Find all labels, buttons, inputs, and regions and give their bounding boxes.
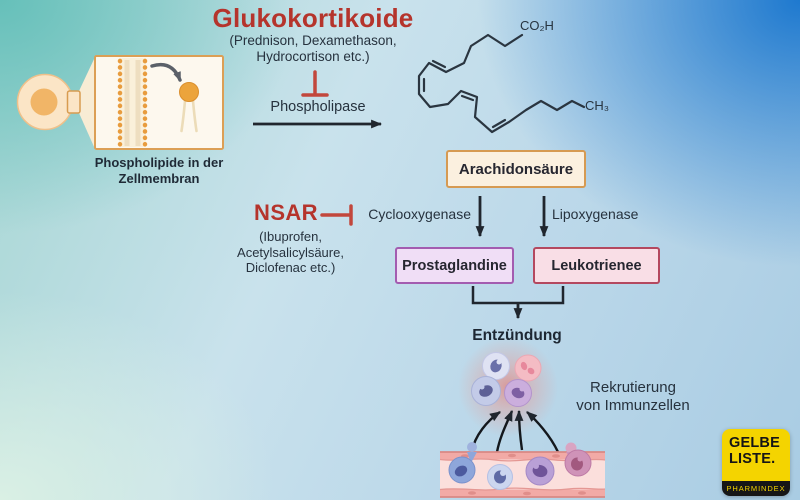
nsar-examples-line1: (Ibuprofen, [259,229,322,244]
phospholipase-label: Phospholipase [270,99,366,115]
cell-membrane-illustration [16,55,224,150]
vessel-wall-bottom [440,489,605,497]
logo-wordmark: GELBE LISTE. [722,429,790,481]
methyl-group-label: CH₃ [585,98,610,113]
recruitment-label: Rekrutierung von Immunzellen [558,379,708,414]
vessel-wall-top [440,452,605,460]
glucocorticoid-examples-line1: (Prednison, Dexamethason, [229,33,397,48]
nsar-inhibition-icon [320,204,353,226]
eosinophil-icon [514,354,542,382]
double-bond-3 [460,94,475,102]
monocyte-in-vessel [525,456,555,486]
nsar-examples-line3: Diclofenac etc.) [245,260,336,275]
recruitment-label-line2: von Immunzellen [576,396,690,414]
zoom-arrow-icon [150,62,182,82]
inflammation-label: Entzündung [472,327,562,344]
lipoxygenase-label: Lipoxygenase [552,206,639,222]
transmigrating-cell-right [564,442,592,477]
glucocorticoid-examples-line2: Hydrocortison etc.) [256,49,370,64]
phospholipid-icon [179,82,199,133]
convergence-bracket [471,286,565,305]
blood-vessel-illustration [439,442,606,498]
prostaglandins-box: Prostaglandine [395,247,514,284]
leukocyte-in-vessel [487,464,513,490]
double-bond-4 [491,118,507,129]
membrane-caption-line1: Phospholipide in der [94,155,224,170]
arachidonic-acid-structure [417,33,586,134]
logo-line2: LISTE. [729,450,776,467]
glucocorticoid-examples: (Prednison, Dexamethason, Hydrocortison … [163,33,463,65]
gelbe-liste-logo: GELBE LISTE. PHARMINDEX [722,429,790,496]
nsar-examples-line2: Acetylsalicylsäure, [237,244,344,260]
transmigrating-cell-left [448,442,477,484]
nsar-examples: (Ibuprofen, Acetylsalicylsäure, Diclofen… [213,229,368,276]
cyclooxygenase-label: Cyclooxygenase [368,206,471,222]
recruitment-label-line1: Rekrutierung [590,379,676,396]
page-title: Glukokortikoide [212,3,414,33]
double-bond-1 [431,59,447,69]
nsar-title: NSAR [254,200,318,225]
glucocorticoid-inhibition-icon [301,70,329,97]
membrane-source-box [66,90,81,114]
membrane-zoom-box [94,55,224,150]
membrane-caption: Phospholipide in der Zellmembran [79,155,239,187]
logo-tagline: PHARMINDEX [722,481,790,496]
cell-nucleus-icon [30,88,58,116]
carboxyl-group-label: CO₂H [520,18,554,33]
arachidonic-acid-box: Arachidonsäure [446,150,586,188]
logo-line1: GELBE [729,435,780,451]
membrane-caption-line2: Zellmembran [118,171,200,186]
leukotrienes-box: Leukotrienee [533,247,660,284]
